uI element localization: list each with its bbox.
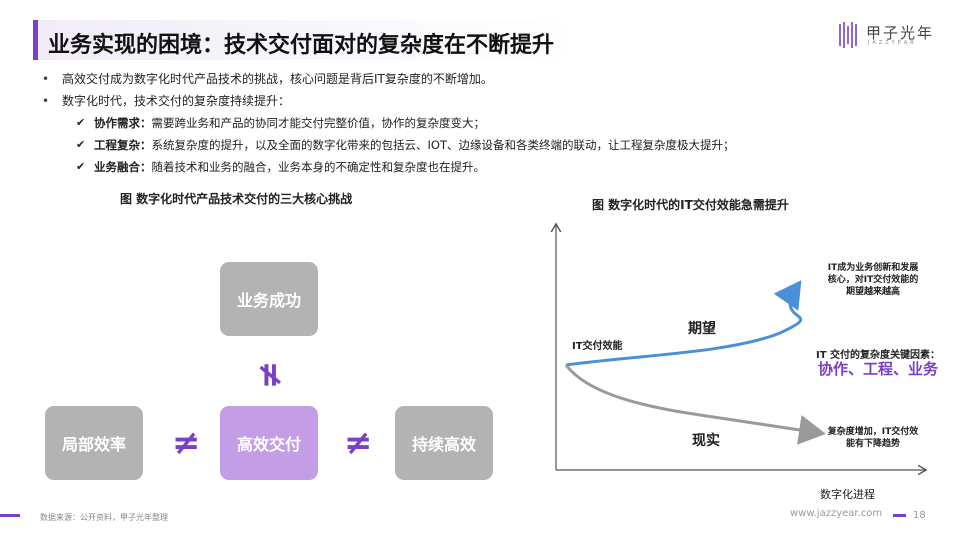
title-background	[38, 20, 578, 60]
footer-accent-left	[0, 514, 20, 517]
check-icon: ✔	[76, 116, 86, 129]
reality-label: 现实	[692, 433, 720, 449]
footer-url: www.jazzyear.com	[790, 508, 883, 519]
diagram-caption: 图 数字化时代产品技术交付的三大核心挑战	[120, 192, 353, 206]
footer-source: 数据来源：公开资料，甲子光年整理	[40, 513, 168, 522]
expectation-note: IT成为业务创新和发展 核心，对IT交付效能的 期望越来越高	[827, 263, 919, 297]
sub-bullet-text: 随着技术和业务的融合，业务本身的不确定性和复杂度也在提升。	[151, 160, 486, 174]
factor-value: 协作、工程、业务	[817, 360, 938, 378]
sub-bullet-lead: 业务融合：	[94, 160, 152, 174]
check-icon: ✔	[76, 138, 86, 151]
reality-curve	[564, 364, 826, 445]
title-accent-bar	[33, 20, 38, 60]
box-business-success: 业务成功	[220, 262, 318, 336]
sub-bullet-text: 需要跨业务和产品的协同才能交付完整价值，协作的复杂度变大；	[151, 116, 486, 130]
efficiency-chart	[530, 215, 950, 515]
footer-accent-right	[893, 514, 906, 517]
expectation-curve	[565, 280, 803, 367]
sub-bullet-lead: 协作需求：	[94, 116, 152, 130]
reality-note: 复杂度增加，IT交付效 能有下降趋势	[827, 427, 919, 449]
sub-bullet-text: 系统复杂度的提升，以及全面的数字化带来的包括云、IOT、边缘设备和各类终端的联动…	[151, 138, 735, 152]
sub-bullet-item: ✔ 协作需求：需要跨业务和产品的协同才能交付完整价值，协作的复杂度变大；	[42, 112, 922, 134]
chart-caption: 图 数字化时代的IT交付效能急需提升	[592, 198, 789, 212]
factor-title: IT 交付的复杂度关键因素：	[815, 350, 941, 361]
x-axis-label: 数字化进程	[820, 488, 875, 501]
logo-text: 甲子光年	[866, 24, 935, 42]
box-efficient-delivery: 高效交付	[220, 406, 318, 480]
box-local-efficiency: 局部效率	[45, 406, 143, 480]
not-equal-symbol-vertical: ≠	[250, 360, 291, 390]
page-number: 18	[913, 510, 926, 521]
bullet-item: 高效交付成为数字化时代产品技术的挑战，核心问题是背后IT复杂度的不断增加。	[42, 68, 922, 90]
sub-bullet-item: ✔ 工程复杂：系统复杂度的提升，以及全面的数字化带来的包括云、IOT、边缘设备和…	[42, 134, 922, 156]
sub-bullet-item: ✔ 业务融合：随着技术和业务的融合，业务本身的不确定性和复杂度也在提升。	[42, 156, 922, 178]
not-equal-symbol-left: ≠	[172, 423, 201, 463]
bullet-list: 高效交付成为数字化时代产品技术的挑战，核心问题是背后IT复杂度的不断增加。 数字…	[42, 68, 922, 178]
not-equal-symbol-right: ≠	[344, 423, 373, 463]
bullet-item: 数字化时代，技术交付的复杂度持续提升：	[42, 90, 922, 112]
sub-bullet-lead: 工程复杂：	[94, 138, 152, 152]
box-sustained-efficiency: 持续高效	[395, 406, 493, 480]
check-icon: ✔	[76, 160, 86, 173]
logo-subtext: JAZZYEAR	[868, 40, 917, 46]
logo-icon	[839, 22, 857, 48]
expectation-label: 期望	[688, 321, 716, 337]
page-title: 业务实现的困境：技术交付面对的复杂度在不断提升	[48, 33, 555, 58]
chart-start-label: IT交付效能	[572, 341, 623, 352]
